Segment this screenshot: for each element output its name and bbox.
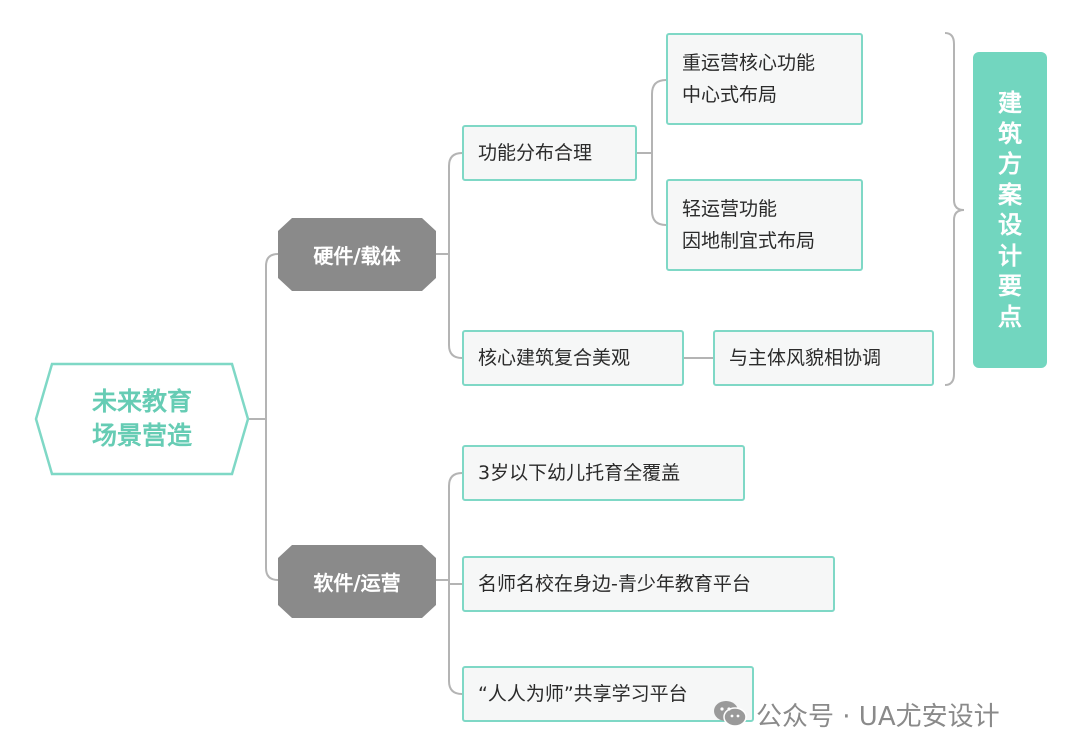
tag-char: 计: [998, 241, 1022, 270]
heavy-operation-line-2: 中心式布局: [682, 84, 778, 106]
function-branch-line: [651, 79, 667, 226]
tag-char: 点: [998, 302, 1022, 331]
tag-char: 要: [998, 272, 1022, 300]
software-item-node: “人人为师”共享学习平台: [462, 666, 754, 722]
software-item-label: “人人为师”共享学习平台: [478, 683, 688, 705]
root-title-line-1: 未来教育: [91, 387, 192, 416]
core-building-node: 核心建筑复合美观: [462, 330, 684, 386]
heavy-operation-line-1: 重运营核心功能: [682, 52, 816, 74]
heavy-operation-node: 重运营核心功能 中心式布局: [666, 33, 863, 125]
core-building-label: 核心建筑复合美观: [478, 347, 631, 369]
software-label: 软件/运营: [313, 571, 401, 595]
software-item-label: 3岁以下幼儿托育全覆盖: [478, 462, 681, 484]
harmony-label: 与主体风貌相协调: [729, 347, 882, 369]
hardware-node: 硬件/载体: [278, 218, 436, 291]
watermark: 公众号 · UA尤安设计: [712, 694, 1000, 734]
root-branch-line: [265, 253, 279, 581]
tag-char: 建: [998, 89, 1022, 117]
harmony-node: 与主体风貌相协调: [713, 330, 934, 386]
software-item-node: 3岁以下幼儿托育全覆盖: [462, 445, 745, 501]
software-node: 软件/运营: [278, 545, 436, 618]
root-title-line-2: 场景营造: [91, 421, 192, 450]
design-points-tag: 建 筑 方 案 设 计 要 点: [973, 52, 1047, 368]
tag-char: 设: [998, 211, 1022, 239]
function-layout-node: 功能分布合理: [462, 125, 637, 181]
function-layout-label: 功能分布合理: [478, 142, 593, 164]
light-operation-node: 轻运营功能 因地制宜式布局: [666, 179, 863, 271]
software-hexagon: [278, 545, 436, 618]
watermark-text: 公众号 · UA尤安设计: [756, 701, 1000, 732]
right-brace: [944, 32, 965, 386]
tag-char: 案: [998, 180, 1022, 209]
hardware-branch-line: [448, 152, 463, 359]
tag-char: 筑: [998, 119, 1022, 148]
wechat-icon: [714, 701, 747, 727]
root-hexagon: [34, 362, 250, 476]
root-node: 未来教育 场景营造: [36, 364, 248, 474]
hardware-hexagon: [278, 218, 436, 291]
software-item-node: 名师名校在身边-青少年教育平台: [462, 556, 835, 612]
software-item-label: 名师名校在身边-青少年教育平台: [478, 573, 751, 595]
light-operation-line-1: 轻运营功能: [682, 198, 778, 220]
tag-char: 方: [998, 150, 1022, 178]
light-operation-line-2: 因地制宜式布局: [682, 230, 816, 252]
hardware-label: 硬件/载体: [313, 244, 401, 268]
